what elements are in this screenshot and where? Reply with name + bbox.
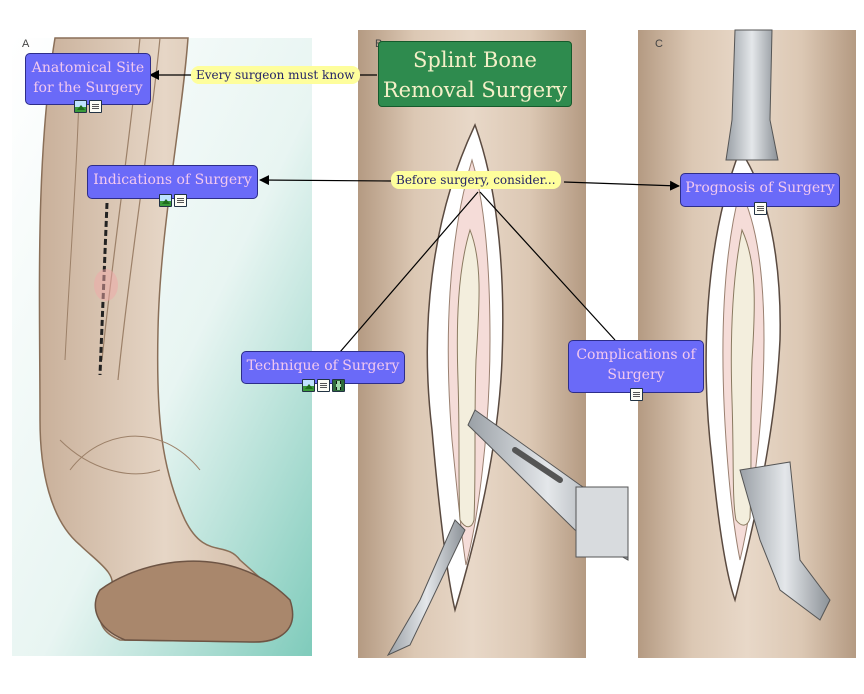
note-icon[interactable] <box>316 379 330 392</box>
node-anatomical-site-line-1: Anatomical Site <box>31 60 145 76</box>
callout-before-surgery[interactable]: Before surgery, consider... <box>391 171 561 189</box>
node-prognosis[interactable]: Prognosis of Surgery <box>680 173 840 215</box>
panel-b-surgery <box>358 30 629 658</box>
node-complications-icons <box>569 388 703 401</box>
connector-lines <box>149 70 680 353</box>
note-icon[interactable] <box>629 388 643 401</box>
node-anatomical-site[interactable]: Anatomical Site for the Surgery <box>25 53 151 113</box>
video-icon[interactable] <box>331 379 345 392</box>
note-icon[interactable] <box>753 202 767 215</box>
node-indications[interactable]: Indications of Surgery <box>87 165 258 207</box>
central-topic-line-2: Removal Surgery <box>382 78 568 102</box>
node-anatomical-site-icons <box>26 100 150 113</box>
panel-a-limb <box>12 37 312 656</box>
node-technique-label: Technique of Surgery <box>246 358 400 374</box>
node-complications[interactable]: Complications of Surgery <box>568 340 704 401</box>
image-icon[interactable] <box>301 379 315 392</box>
node-technique-icons <box>242 379 404 392</box>
central-topic-line-1: Splint Bone <box>413 48 537 72</box>
panel-label-a: A <box>22 38 30 50</box>
node-indications-icons <box>88 194 257 207</box>
node-indications-label: Indications of Surgery <box>93 172 252 188</box>
central-topic[interactable]: Splint Bone Removal Surgery <box>378 41 572 107</box>
note-icon[interactable] <box>173 194 187 207</box>
panel-c-retractor <box>638 29 856 658</box>
note-icon[interactable] <box>89 100 102 113</box>
node-anatomical-site-line-2: for the Surgery <box>33 80 143 96</box>
image-icon[interactable] <box>74 100 87 113</box>
node-complications-line-2: Surgery <box>607 367 665 383</box>
node-technique[interactable]: Technique of Surgery <box>241 351 405 392</box>
node-complications-line-1: Complications of <box>576 347 696 363</box>
panel-label-c: C <box>655 38 663 50</box>
node-prognosis-label: Prognosis of Surgery <box>685 180 835 196</box>
node-prognosis-icons <box>681 202 839 215</box>
image-icon[interactable] <box>158 194 172 207</box>
callout-every-surgeon[interactable]: Every surgeon must know <box>191 66 360 84</box>
